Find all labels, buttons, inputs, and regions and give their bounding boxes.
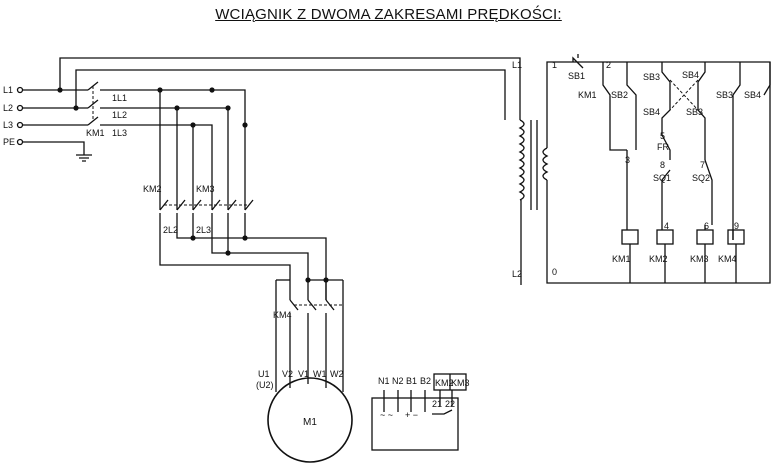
line-pe: [23, 141, 85, 155]
label-21: 21: [432, 399, 442, 409]
label-w2: W2: [330, 369, 344, 379]
diagram-title: WCIĄGNIK Z DWOMA ZAKRESAMI PRĘDKOŚCI:: [215, 6, 562, 23]
label-sq1: SQ1: [653, 173, 671, 183]
motor-circle: [267, 377, 353, 463]
label-n2: N2: [392, 376, 404, 386]
label-2l3: 2L3: [196, 225, 211, 235]
coil-km4: [727, 229, 745, 245]
control-circuit: 1 2 0 SB1 KM1 SB2 3 SB3 SB4 SB4 SB3 SB3 …: [552, 54, 771, 283]
km4-contactor: KM4 U1 (U2) V2 V1 W1 W2: [256, 279, 344, 390]
coil-km2: [656, 229, 674, 245]
transformer-secondary: [542, 147, 549, 181]
junction-dots: [57, 87, 329, 283]
label-n1: N1: [378, 376, 390, 386]
label-node-1: 1: [552, 60, 557, 70]
label-fr: FR: [657, 142, 669, 152]
label-node-0: 0: [552, 267, 557, 277]
label-w1: W1: [313, 369, 327, 379]
label-coil-km3: KM3: [690, 254, 709, 264]
label-sb4-c: SB4: [744, 90, 761, 100]
label-km3-main: KM3: [196, 184, 215, 194]
label-sb1: SB1: [568, 71, 585, 81]
transformer-primary: [518, 119, 525, 201]
line-l2-out: [100, 107, 229, 210]
label-coil-km1: KM1: [612, 254, 631, 264]
label-1l3: 1L3: [112, 128, 127, 138]
label-v1: V1: [298, 369, 309, 379]
transformer-feed-l1: [59, 57, 521, 120]
coil-km1: [621, 229, 639, 245]
km2-km3-contactors: KM2 KM3 2L2 2L3: [143, 184, 327, 300]
label-sb3-c: SB3: [716, 90, 733, 100]
label-dc-sym: + −: [405, 410, 418, 420]
label-tr-l2: L2: [512, 269, 522, 279]
label-sq2: SQ2: [692, 173, 710, 183]
label-sb4-b: SB4: [643, 107, 660, 117]
terminal-l1: [16, 86, 24, 94]
label-22: 22: [445, 399, 455, 409]
label-node-4: 4: [664, 221, 669, 231]
label-coil-km4: KM4: [718, 254, 737, 264]
ground-icon: [76, 154, 92, 162]
terminal-l3: [16, 121, 24, 129]
label-node-9: 9: [734, 221, 739, 231]
label-u1: U1: [258, 369, 270, 379]
label-b1: B1: [406, 376, 417, 386]
km1-main-contactor: 1L1 1L2 1L3 KM1: [86, 81, 127, 138]
label-node-7: 7: [700, 160, 705, 170]
label-km4-main: KM4: [273, 310, 292, 320]
label-km1-main: KM1: [86, 128, 105, 138]
label-km2-main: KM2: [143, 184, 162, 194]
coil-km3: [696, 229, 714, 245]
label-node-8: 8: [660, 160, 665, 170]
label-node-6: 6: [704, 221, 709, 231]
line-l3-out: [100, 124, 213, 210]
label-tr-l1: L1: [512, 60, 522, 70]
label-l2: L2: [3, 103, 13, 113]
label-km3-brake: KM3: [451, 378, 470, 388]
label-pe: PE: [3, 137, 15, 147]
label-coil-km2: KM2: [649, 254, 668, 264]
label-1l2: 1L2: [112, 110, 127, 120]
label-l3: L3: [3, 120, 13, 130]
label-v2: V2: [282, 369, 293, 379]
label-sb2: SB2: [611, 90, 628, 100]
label-b2: B2: [420, 376, 431, 386]
transformer: L1 L2: [512, 60, 771, 284]
motor-m1: M1: [267, 360, 353, 463]
terminal-pe: [16, 138, 24, 146]
label-1l1: 1L1: [112, 93, 127, 103]
label-sb4-a: SB4: [682, 70, 699, 80]
label-l1: L1: [3, 85, 13, 95]
transformer-feed-l2: [75, 69, 506, 120]
label-km2-brake: KM2: [435, 378, 454, 388]
line-l1-out: [100, 89, 246, 210]
brake-box: N1 N2 B1 B2 ~ ~ + − KM2 KM3 21 22: [371, 373, 470, 451]
terminal-l2: [16, 104, 24, 112]
label-sb3-a: SB3: [643, 72, 660, 82]
label-node-2: 2: [606, 60, 611, 70]
label-sb3-b: SB3: [686, 107, 703, 117]
label-2l2: 2L2: [163, 225, 178, 235]
control-frame: [546, 61, 771, 284]
label-ac-sym: ~ ~: [380, 410, 393, 420]
label-km1-ctrl: KM1: [578, 90, 597, 100]
label-u2-paren: (U2): [256, 380, 274, 390]
label-motor: M1: [303, 417, 317, 428]
power-lines: [23, 57, 522, 285]
supply-terminals: L1 L2 L3 PE: [3, 85, 24, 147]
